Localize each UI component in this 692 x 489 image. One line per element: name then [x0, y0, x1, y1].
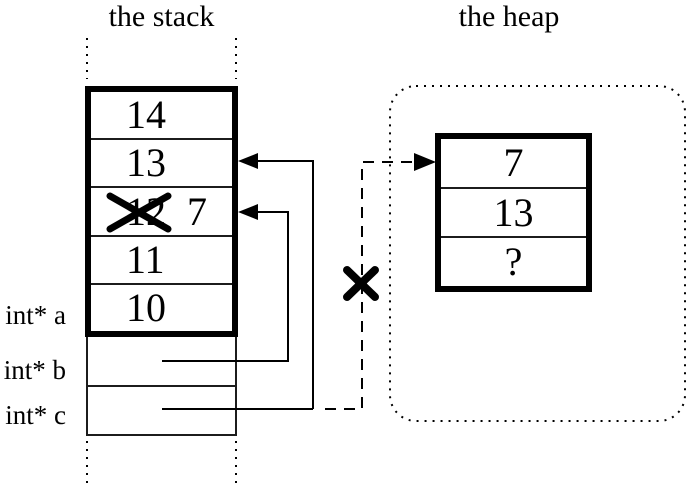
stack-cell-13: 13 [91, 138, 232, 186]
heap-cell-value: 7 [503, 139, 524, 185]
arrowhead-icon [238, 153, 258, 169]
pointer-variable-cells [86, 337, 237, 436]
stack-cell-value: 11 [126, 236, 165, 282]
arrowhead-icon [414, 153, 436, 171]
pointer-label-a: int* a [5, 300, 66, 330]
heap-cell-value: 13 [493, 189, 534, 235]
heap-cell-7: 7 [441, 139, 586, 187]
stack-cell-old-value: 12 [126, 188, 166, 234]
stack-cell-14: 14 [91, 92, 232, 138]
stack-title: the stack [108, 0, 215, 33]
pointer-label-c: int* c [5, 400, 66, 430]
stack-cell-10: 10 [91, 282, 232, 331]
stack-cell-overwritten: 12 7 [91, 186, 232, 234]
heap-cell-13: 13 [441, 186, 586, 237]
stack-cell-new-value: 7 [187, 188, 207, 234]
stack-cell-11: 11 [91, 234, 232, 283]
heap-cell-value: ? [504, 239, 523, 285]
heap-cell-unknown: ? [441, 236, 586, 286]
dangling-pointer-dashed-arrow [325, 153, 436, 410]
stack-cell-value: 13 [126, 140, 166, 186]
stack-cell-value: 10 [126, 284, 166, 330]
heap-block-box: 7 13 ? [435, 133, 592, 292]
pointer-cell-b [88, 337, 235, 385]
stack-cell-value: 14 [126, 92, 166, 138]
arrowhead-icon [238, 204, 258, 220]
stack-array-box: 14 13 12 7 11 10 [85, 86, 238, 337]
heap-title: the heap [458, 0, 560, 33]
cross-out-pointer-icon [343, 266, 379, 301]
pointer-label-b: int* b [3, 355, 66, 385]
pointer-cell-c [88, 384, 235, 435]
